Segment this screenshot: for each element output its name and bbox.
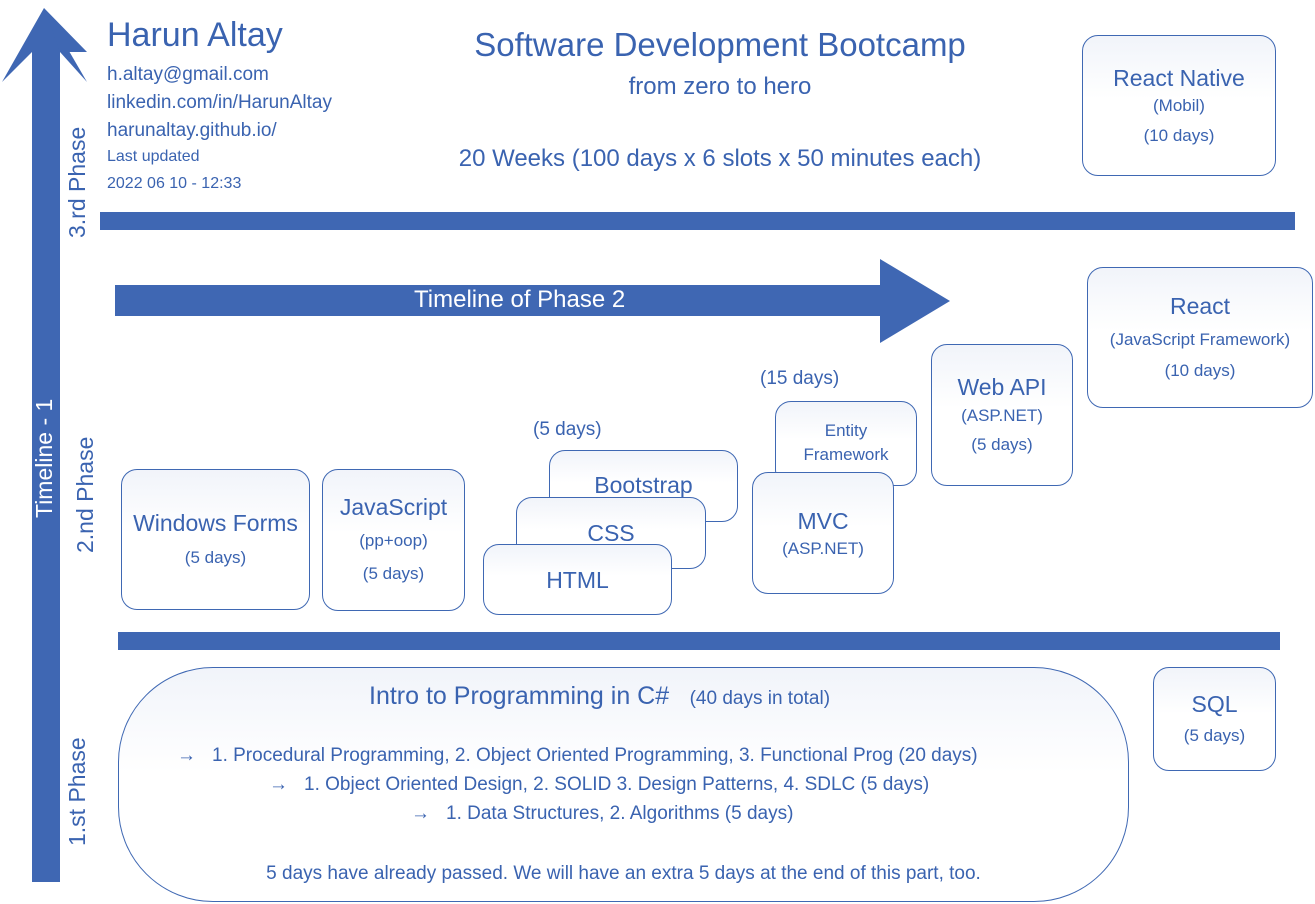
author-linkedin: linkedin.com/in/HarunAltay [107, 92, 332, 113]
author-name: Harun Altay [107, 16, 283, 54]
phase2-timeline-label: Timeline of Phase 2 [414, 286, 626, 313]
react-sub: (JavaScript Framework) [1109, 330, 1291, 349]
sql-card: SQL (5 days) [1153, 667, 1276, 771]
phase-divider-top [100, 212, 1295, 230]
phase2-label: 2.nd Phase [72, 436, 98, 553]
windows-forms-card: Windows Forms (5 days) [121, 469, 310, 610]
page-subtitle: from zero to hero [628, 73, 812, 100]
html-label: HTML [546, 567, 609, 593]
timeline-1-label: Timeline - 1 [31, 398, 57, 518]
intro-bullet-2: → 1. Object Oriented Design, 2. SOLID 3. … [269, 774, 929, 796]
intro-bullet-3: → 1. Data Structures, 2. Algorithms (5 da… [411, 803, 793, 825]
javascript-days: (5 days) [362, 564, 425, 583]
author-github: harunaltay.github.io/ [107, 120, 277, 141]
react-days: (10 days) [1164, 361, 1236, 380]
updated-value: 2022 06 10 - 12:33 [107, 175, 242, 192]
intro-bullet-1: → 1. Procedural Programming, 2. Object Or… [177, 745, 978, 767]
react-native-days: (10 days) [1143, 126, 1215, 145]
bullet-2-text: 1. Object Oriented Design, 2. SOLID 3. D… [304, 774, 930, 795]
bullet-1-text: 1. Procedural Programming, 2. Object Ori… [212, 745, 978, 766]
javascript-title: JavaScript [339, 494, 448, 520]
phase1-label: 1.st Phase [64, 737, 90, 846]
arrow-right-icon: → [177, 745, 196, 766]
javascript-card: JavaScript (pp+oop) (5 days) [322, 469, 465, 611]
windows-forms-days: (5 days) [184, 548, 247, 567]
intro-total: (40 days in total) [689, 688, 831, 709]
author-email: h.altay@gmail.com [107, 64, 269, 85]
intro-csharp-card: Intro to Programming in C# (40 days in t… [118, 667, 1129, 902]
duration-text: 20 Weeks (100 days x 6 slots x 50 minute… [458, 145, 982, 172]
sql-days: (5 days) [1183, 726, 1246, 745]
javascript-sub: (pp+oop) [359, 531, 428, 550]
bootstrap-label: Bootstrap [594, 472, 693, 498]
arrow-right-icon: → [411, 803, 430, 824]
webapi-title: Web API [957, 374, 1047, 400]
react-native-title: React Native [1113, 65, 1245, 91]
windows-forms-title: Windows Forms [133, 510, 298, 536]
page-title: Software Development Bootcamp [474, 26, 966, 63]
phase-divider-bottom [118, 632, 1280, 650]
arrow-right-icon: → [269, 774, 288, 795]
entity-line1: Entity [824, 421, 868, 440]
webapi-days: (5 days) [971, 435, 1033, 454]
mvc-card: MVC (ASP.NET) [752, 472, 894, 594]
mvc-title: MVC [797, 508, 849, 534]
updated-label: Last updated [107, 148, 200, 165]
timeline-vertical-arrow [2, 8, 87, 882]
react-card: React (JavaScript Framework) (10 days) [1087, 267, 1313, 408]
entity-framework-card: Entity Framework [775, 401, 917, 486]
react-native-card: React Native (Mobil) (10 days) [1082, 35, 1276, 176]
html-card: HTML [483, 544, 672, 615]
webapi-sub: (ASP.NET) [961, 406, 1043, 425]
entity-line2: Framework [803, 445, 889, 464]
intro-title: Intro to Programming in C# [369, 682, 670, 710]
phase2-timeline-arrow [115, 259, 950, 343]
web-group-days: (5 days) [533, 419, 602, 440]
css-label: CSS [587, 520, 635, 546]
phase3-label: 3.rd Phase [64, 126, 90, 238]
sql-title: SQL [1191, 691, 1238, 717]
webapi-card: Web API (ASP.NET) (5 days) [931, 344, 1073, 486]
react-native-sub: (Mobil) [1153, 96, 1205, 115]
react-title: React [1169, 293, 1231, 319]
intro-note: 5 days have already passed. We will have… [266, 863, 981, 884]
mvc-sub: (ASP.NET) [782, 539, 864, 558]
mvc-group-days: (15 days) [760, 368, 840, 389]
bullet-3-text: 1. Data Structures, 2. Algorithms (5 day… [446, 803, 794, 824]
